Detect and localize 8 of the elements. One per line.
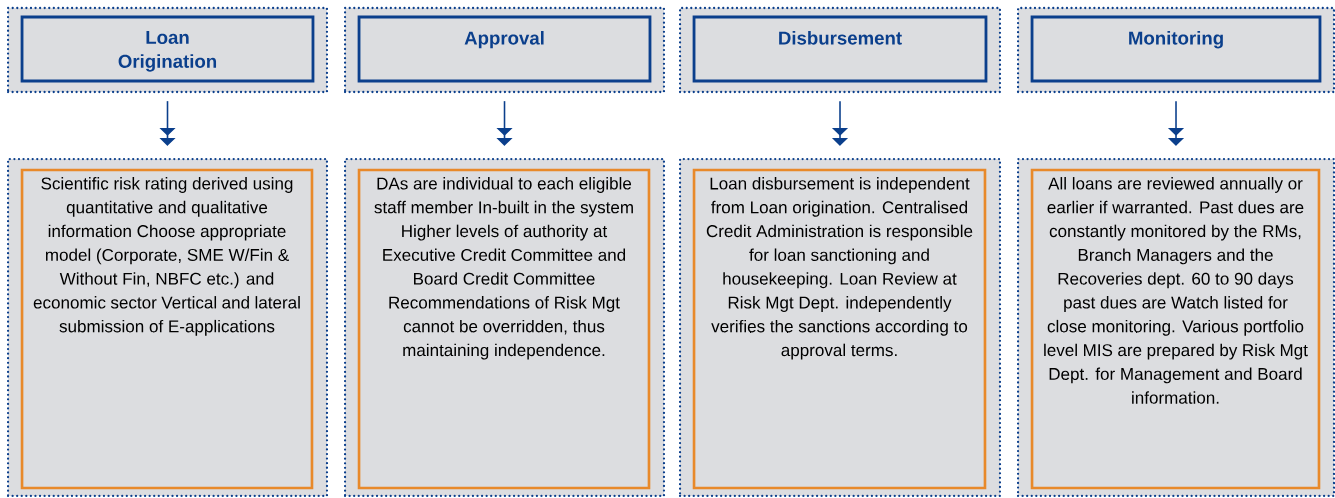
stage-header-box: Disbursement [692,15,988,83]
stage-header-box: Loan Origination [20,15,315,83]
description-box: Scientific risk rating derived using quantitative and qualitative information Choose appropriate model (Corporate, SME W/Fin & Without Fin, NBFC etc.) and economic sector Vertical and lateral submission of E-applications [20,168,314,490]
stage-header-box: Approval [357,15,652,83]
description-box: All loans are reviewed annually or earlier if warranted. Past dues are constantly monitored by the RMs, Branch Managers and the Recoveries dept. 60 to 90 days past dues are Watch listed for close monitoring. Various portfolio level MIS are prepared by Risk Mgt Dept. for Management and Board information. [1030,168,1321,490]
stage-header-box: Monitoring [1030,15,1322,83]
description-box: Loan disbursement is independent from Loan origination. Centralised Credit Administration is responsible for loan sanctioning and housekeeping. Loan Review at Risk Mgt Dept. independently verifies the sanctions according to approval terms. [692,168,987,490]
description-box: DAs are individual to each eligible staff member In-built in the system Higher levels of authority at Executive Credit Committee and Board Credit Committee Recommendations of Risk Mgt cannot be overridden, thus maintaining independence. [357,168,651,490]
